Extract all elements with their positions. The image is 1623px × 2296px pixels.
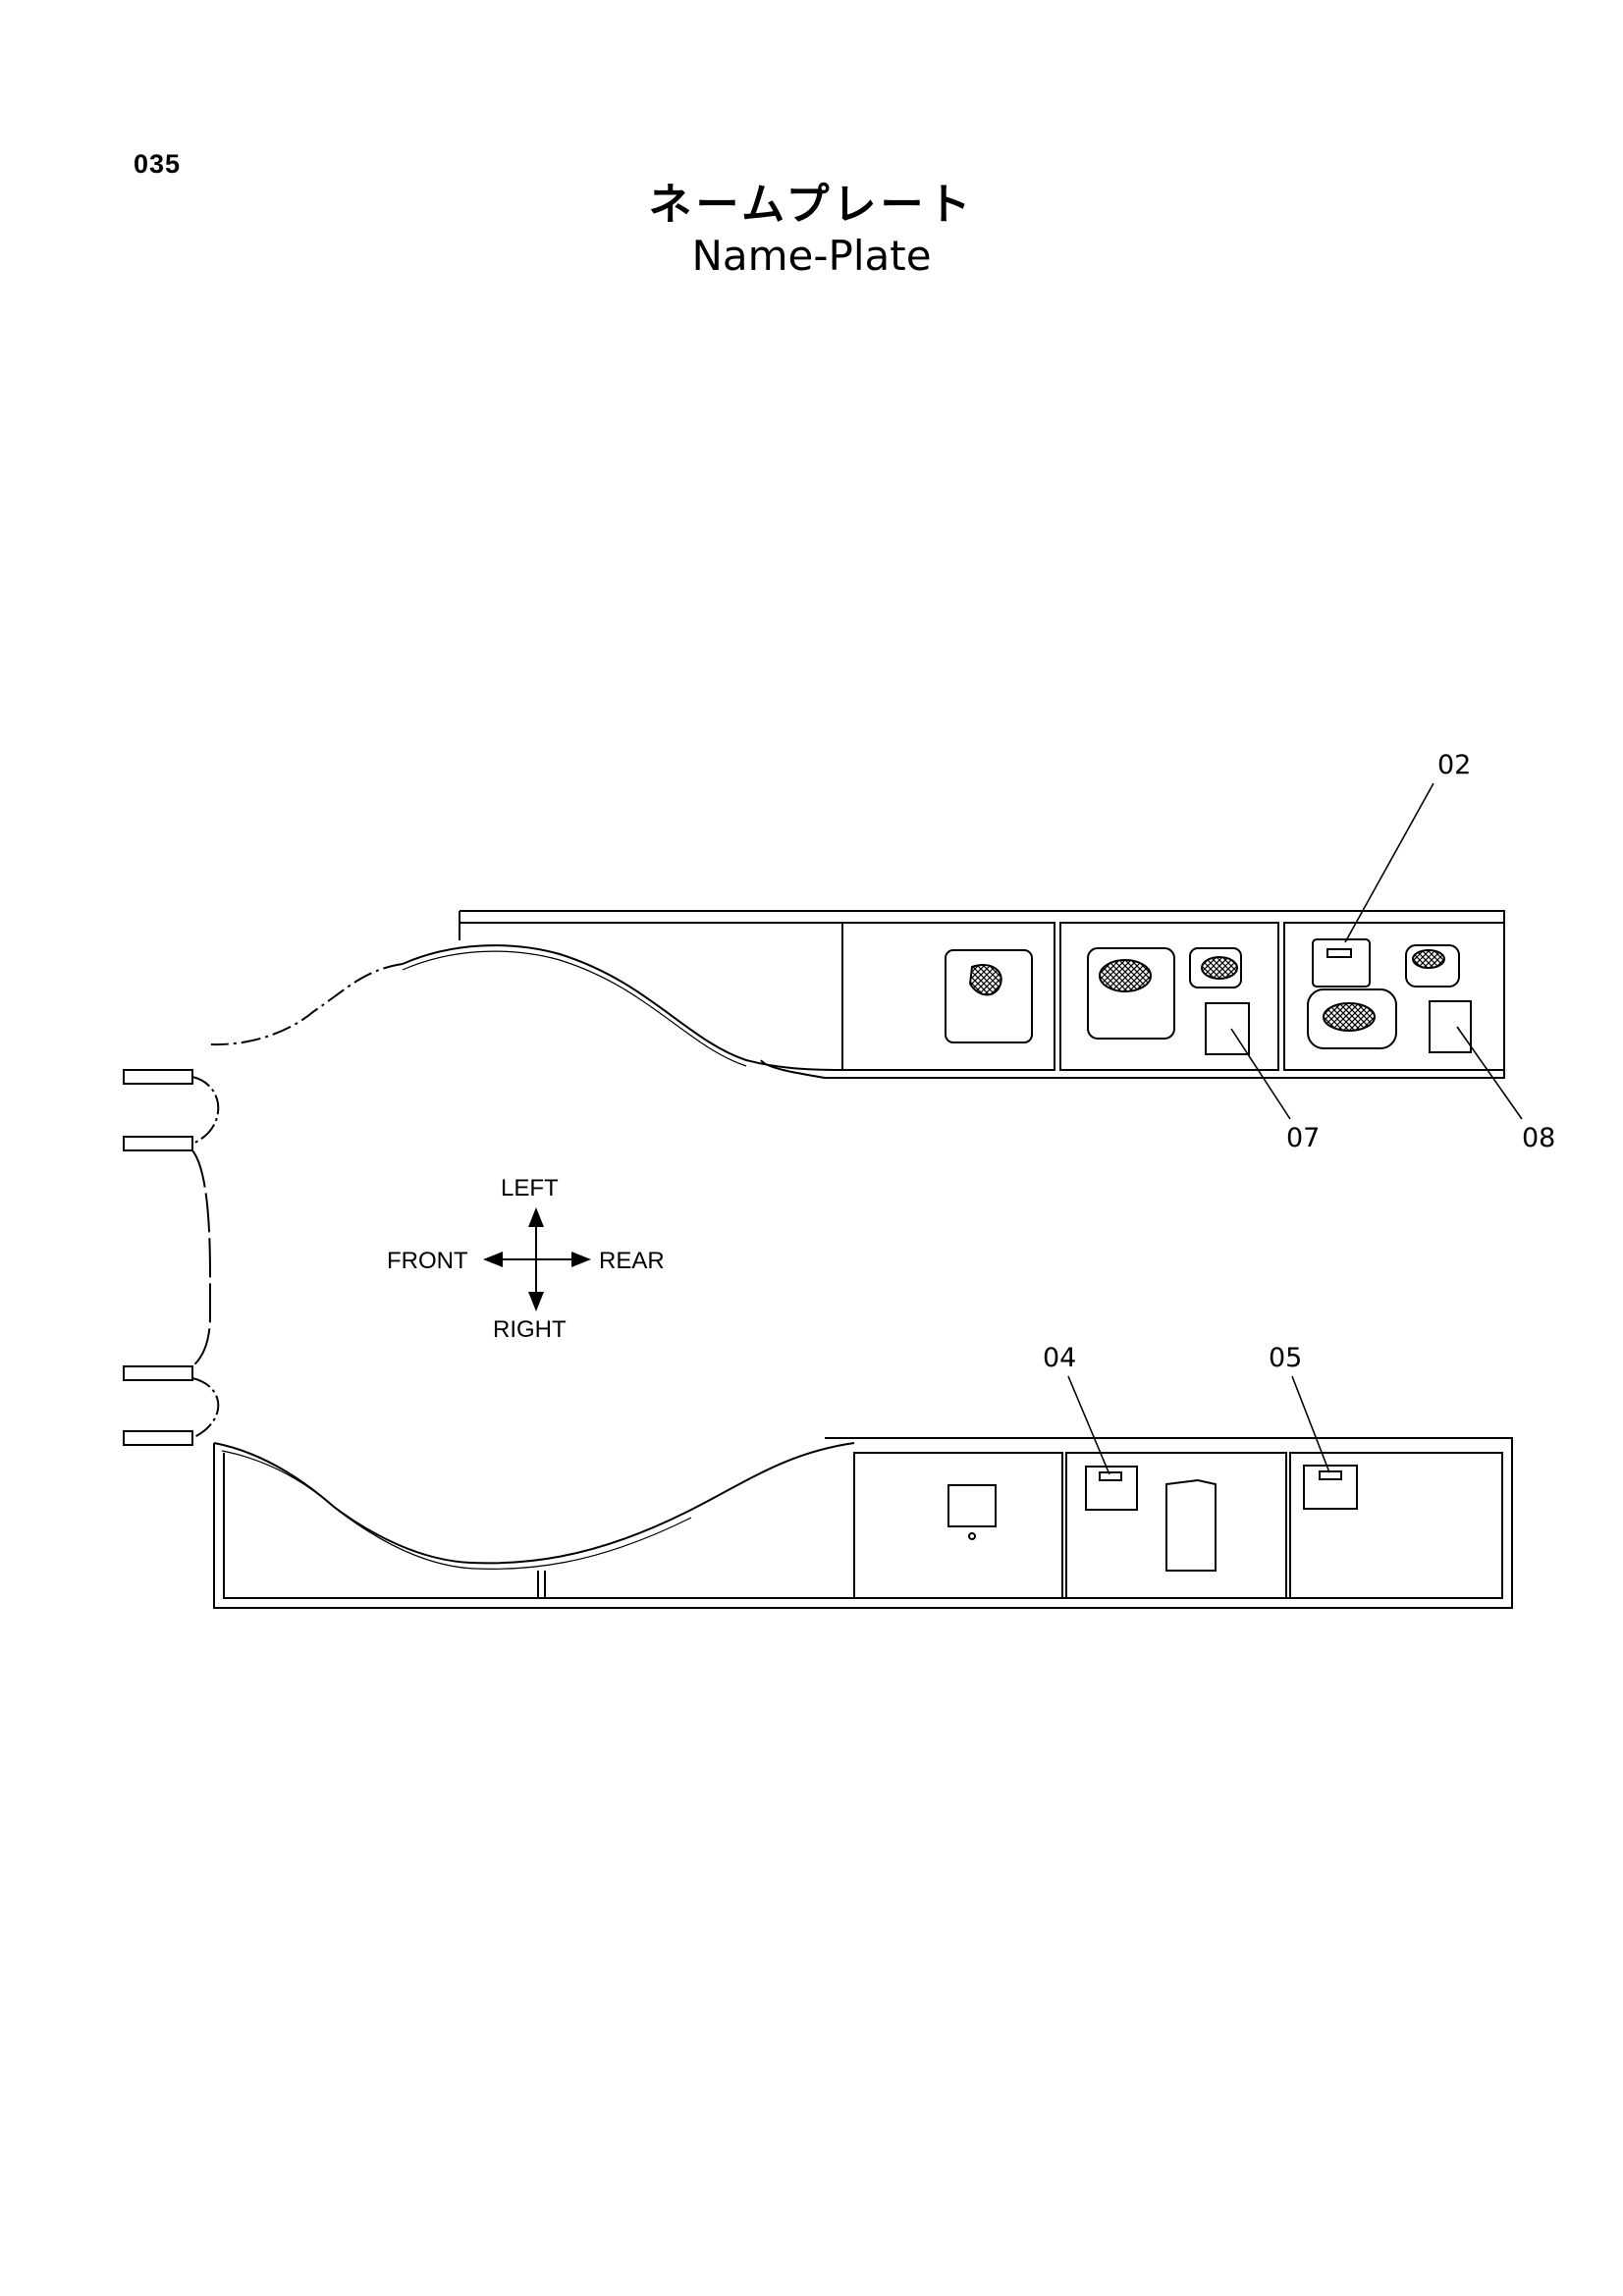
callout-05: 05 xyxy=(1269,1343,1302,1373)
left-side-cover xyxy=(210,910,1505,1079)
direction-indicator xyxy=(483,1207,591,1311)
title-english: Name-Plate xyxy=(691,232,932,280)
direction-left-label: LEFT xyxy=(501,1175,559,1201)
callout-07: 07 xyxy=(1286,1123,1320,1153)
leader-lines xyxy=(1067,782,1523,1475)
direction-front-label: FRONT xyxy=(387,1248,468,1274)
right-side-cover xyxy=(213,1437,1513,1609)
callout-08: 08 xyxy=(1522,1123,1555,1153)
direction-rear-label: REAR xyxy=(599,1248,665,1274)
page-number: 035 xyxy=(134,149,182,179)
front-end-outline xyxy=(123,1069,220,1446)
title-japanese: ネームプレート xyxy=(648,180,975,230)
direction-right-label: RIGHT xyxy=(493,1316,567,1343)
callout-04: 04 xyxy=(1043,1343,1076,1373)
callout-02: 02 xyxy=(1437,750,1471,780)
